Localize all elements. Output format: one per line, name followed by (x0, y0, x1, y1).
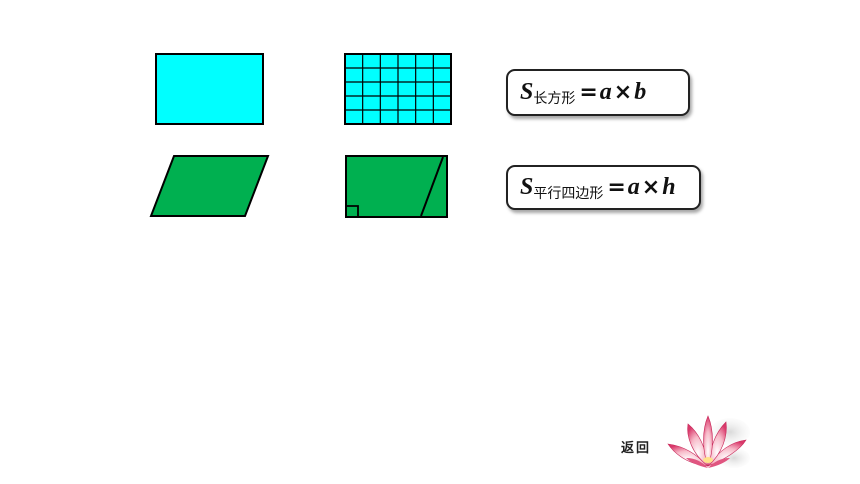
parallelogram-area-formula: S 平行四边形 = a × h (506, 165, 701, 210)
equals-sign: = (579, 80, 598, 105)
variable-b: b (634, 79, 647, 105)
variable-h: h (662, 174, 676, 200)
right-angle-mark (347, 205, 359, 216)
lotus-flower-icon[interactable] (664, 410, 752, 476)
times-sign: × (613, 80, 633, 105)
cyan-rectangle (155, 53, 264, 125)
area-symbol: S (520, 79, 534, 105)
area-subscript: 长方形 (533, 90, 576, 107)
area-symbol: S (520, 174, 534, 200)
unit-square-grid (345, 54, 451, 124)
variable-a: a (627, 174, 640, 200)
equals-sign: = (607, 175, 626, 200)
variable-a: a (599, 79, 612, 105)
times-sign: × (641, 175, 661, 200)
cut-parallelogram-rectangle (345, 155, 448, 218)
area-subscript: 平行四边形 (533, 185, 604, 202)
green-parallelogram (149, 155, 270, 217)
cut-line (420, 156, 444, 217)
return-button[interactable]: 返回 (621, 441, 652, 456)
rectangle-area-formula: S 长方形 = a × b (506, 69, 690, 116)
